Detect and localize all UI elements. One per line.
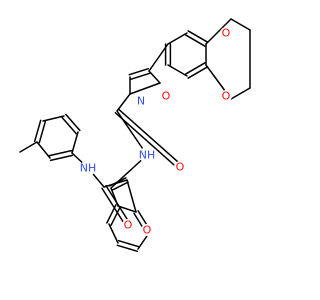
single-bond <box>167 64 188 77</box>
double-bond-line <box>101 187 127 228</box>
bond-layer <box>19 18 251 253</box>
atom-nh-amide-isoxazole: NH <box>139 147 156 163</box>
atom-label: NH <box>80 162 97 175</box>
single-bond <box>148 70 161 84</box>
single-bond <box>148 43 169 72</box>
double-bond-line <box>105 184 131 225</box>
double-bond-line <box>128 67 150 76</box>
single-bond <box>116 110 148 156</box>
double-bond-line <box>65 113 81 132</box>
atom-o-amide-anilide: O <box>122 219 134 232</box>
double-bond-line <box>185 62 206 75</box>
atom-label: O <box>162 90 171 103</box>
single-bond <box>42 115 65 122</box>
atom-nh-amide-anilide: NH <box>80 160 97 176</box>
double-bond-line <box>187 30 208 43</box>
double-bond-line <box>49 154 74 162</box>
single-bond <box>167 32 188 45</box>
atom-label: N <box>137 95 145 108</box>
single-bond <box>230 87 251 100</box>
atom-o-dioxane-top: O <box>220 27 232 40</box>
double-bond-line <box>33 119 42 143</box>
atom-label: O <box>176 161 185 174</box>
atom-label: O <box>222 90 231 103</box>
single-bond <box>116 93 131 112</box>
single-bond <box>103 179 128 188</box>
single-bond <box>230 18 251 31</box>
atom-o-amide-isoxazole: O <box>174 161 186 174</box>
atom-n-isoxazole: N <box>135 95 147 108</box>
double-bond-line <box>61 116 77 135</box>
atom-label: O <box>222 27 231 40</box>
single-bond <box>36 141 51 159</box>
double-bond-line <box>117 108 183 166</box>
double-bond-line <box>110 206 121 226</box>
double-bond-line <box>48 149 73 157</box>
single-bond <box>129 82 161 95</box>
atom-o-benzofuran: O <box>141 224 153 237</box>
single-bond <box>126 179 137 213</box>
double-bond-line <box>129 72 151 81</box>
double-bond-line <box>185 34 206 47</box>
atom-label: O <box>124 219 133 232</box>
double-bond-line <box>111 181 129 191</box>
double-bond-line <box>117 239 140 248</box>
single-bond <box>117 205 137 213</box>
atom-o-dioxane-bottom: O <box>220 90 232 103</box>
single-bond <box>108 223 119 244</box>
double-bond-line <box>116 244 139 253</box>
double-bond-line <box>114 112 180 170</box>
atom-label: O <box>143 224 152 237</box>
atom-o-isoxazole: O <box>160 90 172 103</box>
atom-layer: O O O N O NH NH O <box>80 27 232 237</box>
single-bond <box>71 131 79 154</box>
atom-label: NH <box>139 149 156 162</box>
double-bond-line <box>38 120 47 144</box>
molecule-diagram: O O O N O NH NH O <box>19 18 251 253</box>
double-bond-line <box>187 66 208 79</box>
single-bond <box>19 141 38 153</box>
single-bond <box>205 18 232 45</box>
